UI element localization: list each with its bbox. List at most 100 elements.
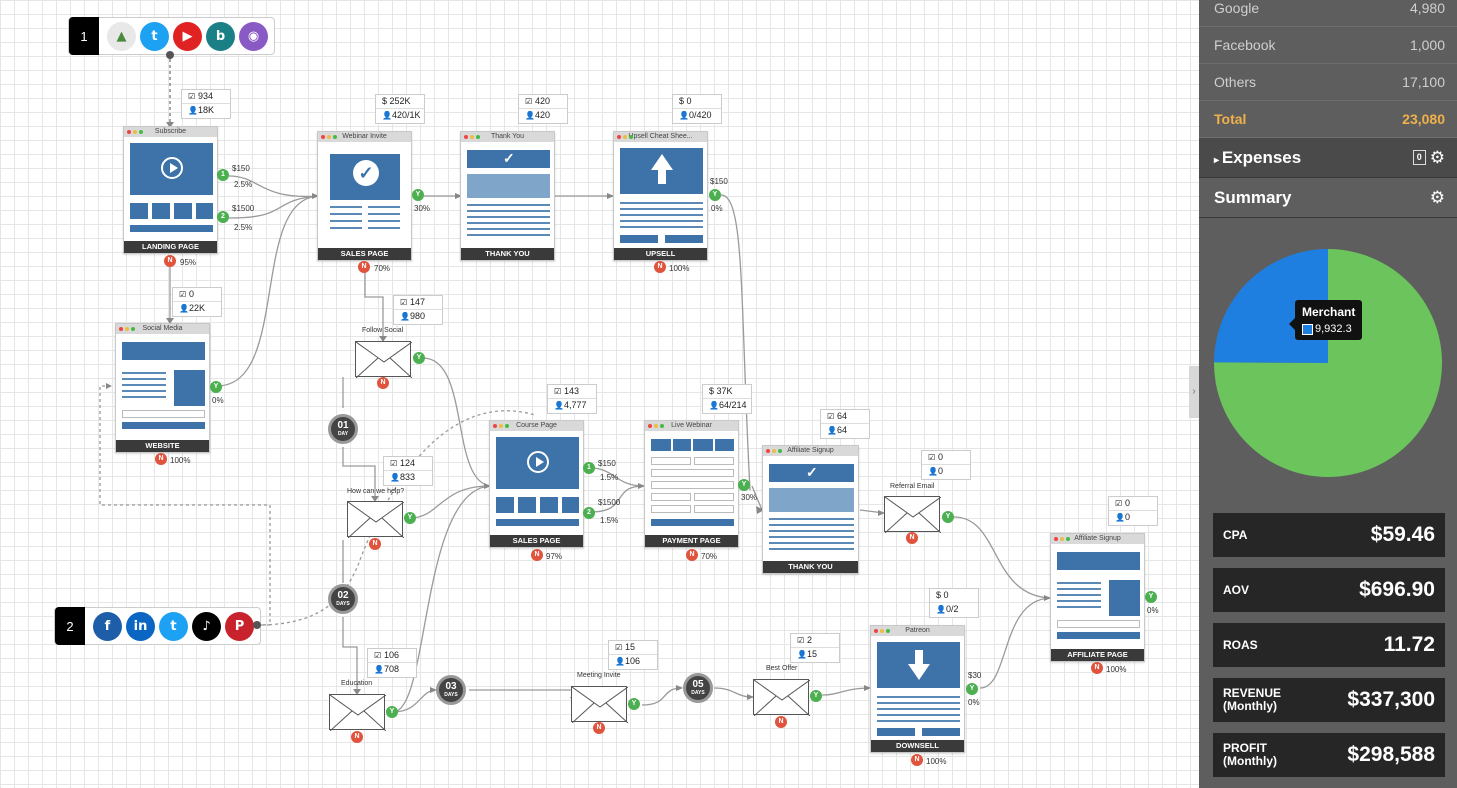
rate-tag: 100% [669,264,690,273]
yes-badge[interactable]: Y [386,706,398,718]
no-badge[interactable]: N [164,255,176,267]
yes-badge[interactable]: Y [942,511,954,523]
yes-badge[interactable]: Y [966,683,978,695]
no-badge[interactable]: N [351,731,363,743]
page-node-affiliate-page[interactable]: Affiliate Signup AFFILIATE PAGE [1050,533,1145,662]
page-node-payment[interactable]: Live Webinar PAYMENT PAGE [644,420,739,548]
page-node-downsell[interactable]: Patreon DOWNSELL [870,625,965,753]
yes-badge[interactable]: Y [412,189,424,201]
pinterest-icon[interactable]: P [225,611,254,641]
page-label: UPSELL [614,248,707,260]
podcast-icon[interactable]: ◉ [239,21,268,51]
page-header: Patreon [905,627,930,634]
sidebar-collapse-handle[interactable]: › [1189,366,1199,418]
stat-box: $ 252K 👤420/1K [375,94,425,124]
metric-revenue: REVENUE(Monthly) $337,300 [1213,678,1445,722]
rate-tag: 0% [212,396,224,405]
page-node-course[interactable]: Course Page SALES PAGE [489,420,584,548]
yes-badge[interactable]: Y [404,512,416,524]
yes-badge[interactable]: Y [1145,591,1157,603]
no-badge[interactable]: N [358,261,370,273]
no-badge[interactable]: N [377,377,389,389]
email-node-education[interactable] [329,694,386,731]
page-node-sales[interactable]: Webinar Invite ✓ SALES PAGE [317,131,412,261]
page-node-landing[interactable]: Subscribe LANDING PAGE [123,126,218,254]
no-badge[interactable]: N [654,261,666,273]
adwords-icon[interactable]: ▲ [107,21,136,51]
yes-badge[interactable]: Y [628,698,640,710]
yes-badge[interactable]: Y [210,381,222,393]
twitter-icon[interactable]: t [159,611,188,641]
email-label: Best Offer [766,665,798,672]
bing-icon[interactable]: b [206,21,235,51]
path-badge-1[interactable]: 1 [583,462,595,474]
gear-icon[interactable]: ⚙ [1429,147,1445,168]
rate-tag: 100% [170,456,191,465]
stat-box: $ 0 👤0/2 [929,588,979,618]
summary-label: Summary [1214,187,1292,207]
page-header: Course Page [516,422,557,429]
visa-icon [651,439,671,451]
expenses-section[interactable]: ▸ Expenses 0⚙ [1199,138,1457,178]
twitter-icon[interactable]: t [140,21,169,51]
no-badge[interactable]: N [775,716,787,728]
yes-badge[interactable]: Y [810,690,822,702]
funnel-canvas[interactable]: 1 ▲ t ▶ b ◉ 2 f in t ♪ P ☑934 👤18K Subsc… [0,0,1190,788]
traffic-source-2[interactable]: 2 f in t ♪ P [54,607,261,645]
yes-badge[interactable]: Y [413,352,425,364]
email-label: Follow Social [362,327,404,334]
source-connector[interactable] [166,51,174,59]
facebook-icon[interactable]: f [93,611,122,641]
yes-badge[interactable]: Y [709,189,721,201]
page-node-affiliate-thankyou[interactable]: Affiliate Signup ✓ THANK YOU [762,445,859,574]
rate-tag: 2.5% [234,180,253,189]
email-node-help[interactable] [347,501,404,538]
no-badge[interactable]: N [593,722,605,734]
path-badge-2[interactable]: 2 [217,211,229,223]
email-label: Education [341,680,373,687]
path-badge-2[interactable]: 2 [583,507,595,519]
youtube-icon[interactable]: ▶ [173,21,202,51]
traffic-source-1[interactable]: 1 ▲ t ▶ b ◉ [68,17,275,55]
envelope-icon [572,687,628,723]
email-node-follow[interactable] [355,341,412,378]
price-tag: $1500 [598,498,621,507]
stat-box: ☑0 👤22K [172,287,222,317]
no-badge[interactable]: N [531,549,543,561]
source-connector[interactable] [253,621,261,629]
check-icon: ✓ [503,150,515,166]
email-node-meeting[interactable] [571,686,628,723]
no-badge[interactable]: N [155,453,167,465]
gear-icon[interactable]: ⚙ [1429,187,1445,208]
check-icon: ✓ [353,160,379,186]
linkedin-icon[interactable]: in [126,611,155,641]
metric-roas: ROAS 11.72 [1213,623,1445,667]
page-node-website[interactable]: Social Media WEBSITE [115,323,210,453]
yes-badge[interactable]: Y [738,479,750,491]
play-icon [161,157,183,179]
metric-aov: AOV $696.90 [1213,568,1445,612]
page-node-thankyou[interactable]: Thank You ✓ THANK YOU [460,131,555,261]
no-badge[interactable]: N [911,754,923,766]
summary-pie-chart[interactable]: Merchant 9,932.3 [1199,218,1457,508]
no-badge[interactable]: N [369,538,381,550]
tiktok-icon[interactable]: ♪ [192,611,221,641]
rate-tag: 1.5% [600,516,619,525]
rate-tag: 97% [546,552,563,561]
page-label: LANDING PAGE [124,241,217,253]
page-node-upsell[interactable]: Upsell Cheat Shee... UPSELL [613,131,708,261]
no-badge[interactable]: N [686,549,698,561]
email-node-bestoffer[interactable] [753,679,810,716]
path-badge-1[interactable]: 1 [217,169,229,181]
no-badge[interactable]: N [1091,662,1103,674]
pie-slice-other[interactable] [1214,249,1442,478]
email-node-referral[interactable] [884,496,941,533]
play-icon [527,451,549,473]
no-badge[interactable]: N [906,532,918,544]
